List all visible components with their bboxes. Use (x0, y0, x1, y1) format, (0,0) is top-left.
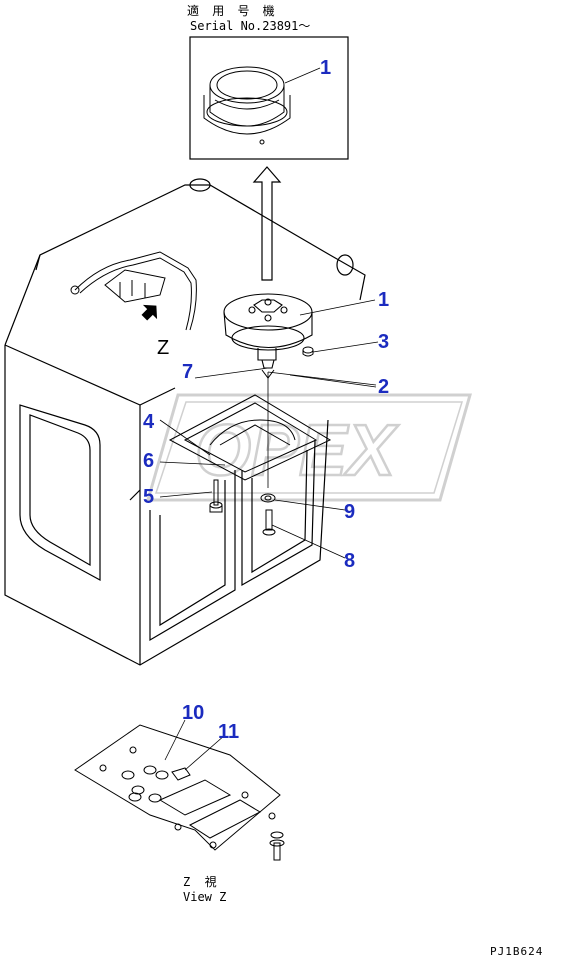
callout-4: 4 (143, 411, 155, 433)
pipe-bracket (70, 251, 197, 331)
breather-cap (223, 293, 313, 369)
callout-3: 3 (378, 331, 390, 353)
serial-number-label: Serial No.23891〜 (190, 19, 311, 33)
watermark-text: OPEX (195, 411, 399, 491)
view-z-label-jp: Z 視 (183, 875, 217, 889)
direction-arrow (252, 166, 282, 281)
breather-cap-detail (203, 66, 291, 145)
leader-lines (159, 67, 379, 771)
view-z-plate (74, 724, 285, 861)
callout-8: 8 (344, 550, 356, 572)
z-marker: Z (157, 337, 170, 359)
small-parts (168, 346, 332, 536)
callout-7: 7 (182, 361, 194, 383)
tank-body (4, 178, 366, 666)
callout-2: 2 (378, 376, 390, 398)
applicability-label-jp: 適 用 号 機 (187, 4, 278, 18)
callout-1-detail: 1 (320, 57, 332, 79)
callout-9: 9 (344, 501, 356, 523)
drawing-code: PJ1B624 (490, 945, 544, 958)
callout-5: 5 (143, 486, 155, 508)
callout-11: 11 (218, 721, 240, 743)
detail-box (189, 36, 349, 160)
callout-10: 10 (182, 702, 205, 724)
callout-1: 1 (378, 289, 390, 311)
view-z-label-en: View Z (183, 890, 227, 904)
view-z-arrow (141, 304, 158, 321)
callout-6: 6 (143, 450, 155, 472)
